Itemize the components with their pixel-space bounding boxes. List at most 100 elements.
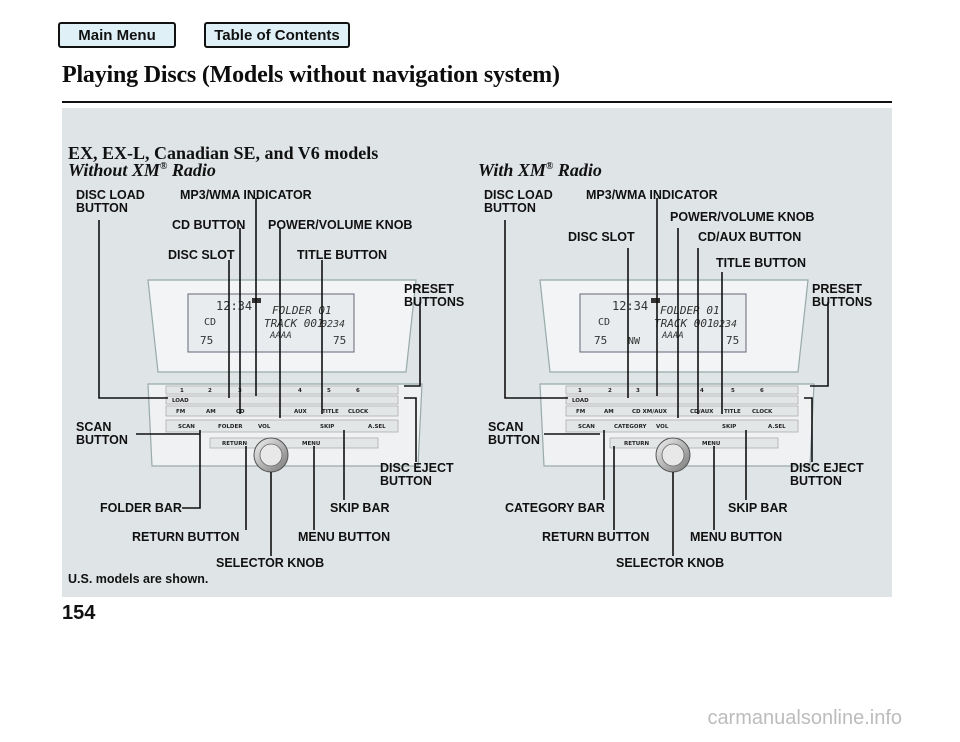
right-bar-category: CATEGORY <box>614 424 647 430</box>
right-label-menu-button: MENU BUTTON <box>690 530 783 544</box>
right-btn-title: TITLE <box>724 409 741 415</box>
right-display-line2: TRACK 001 <box>654 317 714 330</box>
left-label-preset: PRESET BUTTONS <box>404 282 465 309</box>
right-mp3-indicator <box>651 298 660 303</box>
left-btn-asel: A.SEL <box>368 424 386 430</box>
right-btn-load: LOAD <box>572 398 589 404</box>
left-label-title-button: TITLE BUTTON <box>297 248 388 262</box>
svg-text:6: 6 <box>356 388 360 394</box>
left-label-scan: SCAN BUTTON <box>76 420 128 447</box>
right-display-nw: NW <box>628 336 641 347</box>
right-btn-cdaux: CD/AUX <box>690 409 714 415</box>
right-btn-am: AM <box>604 409 614 415</box>
right-display-line1: FOLDER 01 <box>660 304 720 317</box>
left-label-power: POWER/VOLUME KNOB <box>268 218 413 232</box>
right-label-cdaux: CD/AUX BUTTON <box>698 230 802 244</box>
left-heading: Without XM® Radio <box>68 160 216 181</box>
right-btn-scan: SCAN <box>578 424 595 430</box>
right-display <box>579 293 747 353</box>
right-label-skip-bar: SKIP BAR <box>728 501 788 515</box>
left-display-time: 0234 <box>321 319 345 330</box>
left-temp-left: 75 <box>200 334 213 347</box>
left-btn-fm: FM <box>176 409 185 415</box>
left-display-clock: 12:34 <box>216 299 252 313</box>
right-label-eject: DISC EJECT BUTTON <box>790 461 864 488</box>
svg-text:3: 3 <box>636 388 640 394</box>
left-label-skip-bar: SKIP BAR <box>330 501 390 515</box>
svg-text:4: 4 <box>700 388 704 394</box>
right-label-disc-load: DISC LOAD BUTTON <box>484 188 553 215</box>
left-btn-title: TITLE <box>322 409 339 415</box>
right-heading-text: With XM <box>478 160 546 180</box>
left-btn-scan: SCAN <box>178 424 195 430</box>
left-label-disc-slot: DISC SLOT <box>168 248 235 262</box>
left-label-mp3: MP3/WMA INDICATOR <box>180 188 312 202</box>
svg-text:2: 2 <box>608 388 612 394</box>
footnote: U.S. models are shown. <box>68 572 209 586</box>
left-display <box>187 293 355 353</box>
section-title: EX, EX-L, Canadian SE, and V6 models <box>68 143 379 163</box>
right-leader-lines <box>504 198 829 556</box>
main-menu-button[interactable]: Main Menu <box>58 22 176 48</box>
left-label-folder-bar: FOLDER BAR <box>100 501 182 515</box>
left-btn-clock: CLOCK <box>348 409 369 415</box>
left-heading-sup: ® <box>159 161 168 172</box>
left-radio: 12:34 CD FOLDER 01 TRACK 001 0234 AAAA 7… <box>147 279 423 473</box>
watermark: carmanualsonline.info <box>707 707 902 729</box>
svg-text:6: 6 <box>760 388 764 394</box>
right-label-title-button: TITLE BUTTON <box>716 256 807 270</box>
right-btn-asel: A.SEL <box>768 424 786 430</box>
right-label-scan: SCAN BUTTON <box>488 420 540 447</box>
svg-text:5: 5 <box>327 388 331 394</box>
svg-text:2: 2 <box>208 388 212 394</box>
left-heading-tail: Radio <box>167 160 216 180</box>
right-bar-skip: SKIP <box>722 424 736 430</box>
right-heading-tail: Radio <box>553 160 602 180</box>
svg-text:4: 4 <box>298 388 302 394</box>
right-btn-fm: FM <box>576 409 585 415</box>
left-temp-right: 75 <box>333 334 346 347</box>
right-display-time: 0234 <box>713 319 737 330</box>
left-label-selector: SELECTOR KNOB <box>216 556 325 570</box>
right-label-selector: SELECTOR KNOB <box>616 556 725 570</box>
right-label-return-button: RETURN BUTTON <box>542 530 650 544</box>
right-temp-left: 75 <box>594 334 607 347</box>
right-display-clock: 12:34 <box>612 299 648 313</box>
right-label-mp3: MP3/WMA INDICATOR <box>586 188 718 202</box>
right-btn-return: RETURN <box>624 441 649 447</box>
left-display-line2: TRACK 001 <box>264 317 324 330</box>
right-label-disc-slot: DISC SLOT <box>568 230 635 244</box>
left-heading-text: Without XM <box>68 160 160 180</box>
svg-text:1: 1 <box>578 388 582 394</box>
left-btn-aux: AUX <box>294 409 308 415</box>
left-btn-menu: MENU <box>302 441 320 447</box>
svg-text:1: 1 <box>180 388 184 394</box>
left-btn-am: AM <box>206 409 216 415</box>
right-heading-sup: ® <box>545 161 554 172</box>
left-btn-load: LOAD <box>172 398 189 404</box>
left-label-menu-button: MENU BUTTON <box>298 530 391 544</box>
right-temp-right: 75 <box>726 334 739 347</box>
svg-text:5: 5 <box>731 388 735 394</box>
table-of-contents-button[interactable]: Table of Contents <box>204 22 350 48</box>
right-vol: VOL <box>656 424 669 430</box>
left-btn-return: RETURN <box>222 441 247 447</box>
left-bar-folder: FOLDER <box>218 424 243 430</box>
right-label-category-bar: CATEGORY BAR <box>505 501 605 515</box>
left-display-src: CD <box>204 317 216 328</box>
left-leader-lines <box>98 198 421 556</box>
left-label-eject: DISC EJECT BUTTON <box>380 461 454 488</box>
left-label-cd-button: CD BUTTON <box>172 218 246 232</box>
title-rule <box>62 101 892 103</box>
right-btn-menu: MENU <box>702 441 720 447</box>
page-title: Playing Discs (Models without navigation… <box>62 62 560 88</box>
left-label-return-button: RETURN BUTTON <box>132 530 240 544</box>
left-bar-skip: SKIP <box>320 424 334 430</box>
page-number: 154 <box>62 602 96 624</box>
right-btn-cdxm: CD XM/AUX <box>632 409 668 415</box>
left-vol: VOL <box>258 424 271 430</box>
right-radio: 12:34 CD FOLDER 01 TRACK 001 0234 AAAA N… <box>539 279 815 473</box>
left-label-disc-load: DISC LOAD BUTTON <box>76 188 145 215</box>
right-display-src: CD <box>598 317 610 328</box>
